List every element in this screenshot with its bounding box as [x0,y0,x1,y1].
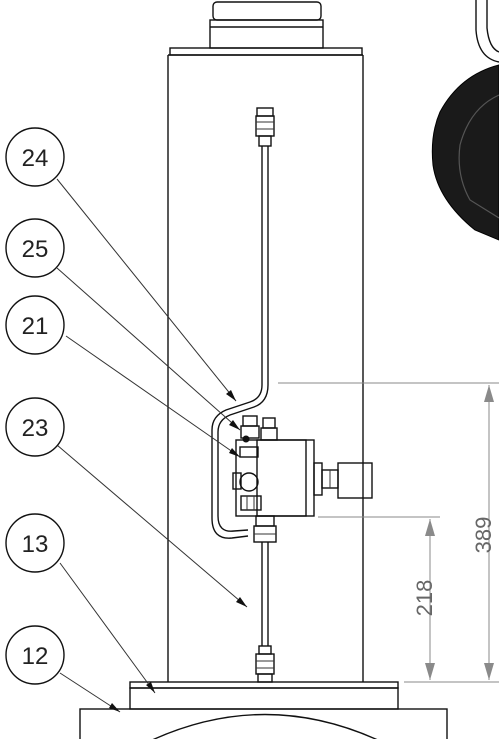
svg-text:21: 21 [22,313,49,340]
dimension-lines [278,382,499,683]
top-cap [169,1,363,56]
svg-text:13: 13 [22,531,49,558]
dimension-218: 218 [412,580,437,617]
callout-12: 12 [5,625,65,685]
svg-text:24: 24 [22,145,49,172]
callout-25: 25 [5,218,65,278]
svg-text:12: 12 [22,643,49,670]
callout-23: 23 [5,397,65,457]
upper-tube [211,107,275,539]
lower-tube [253,515,277,683]
black-knob [431,64,499,241]
dimension-389: 389 [471,517,496,554]
leader-lines [56,178,248,713]
dot-marker [242,435,250,443]
svg-text:25: 25 [22,236,49,263]
base-plate [129,681,399,710]
side-part [431,0,499,241]
valve-assembly [232,415,373,517]
svg-text:23: 23 [22,415,49,442]
base-foot [79,708,448,739]
callout-24: 24 [5,127,65,187]
callout-13: 13 [5,513,65,573]
cylinder-body [167,54,364,682]
callout-21: 21 [5,295,65,355]
